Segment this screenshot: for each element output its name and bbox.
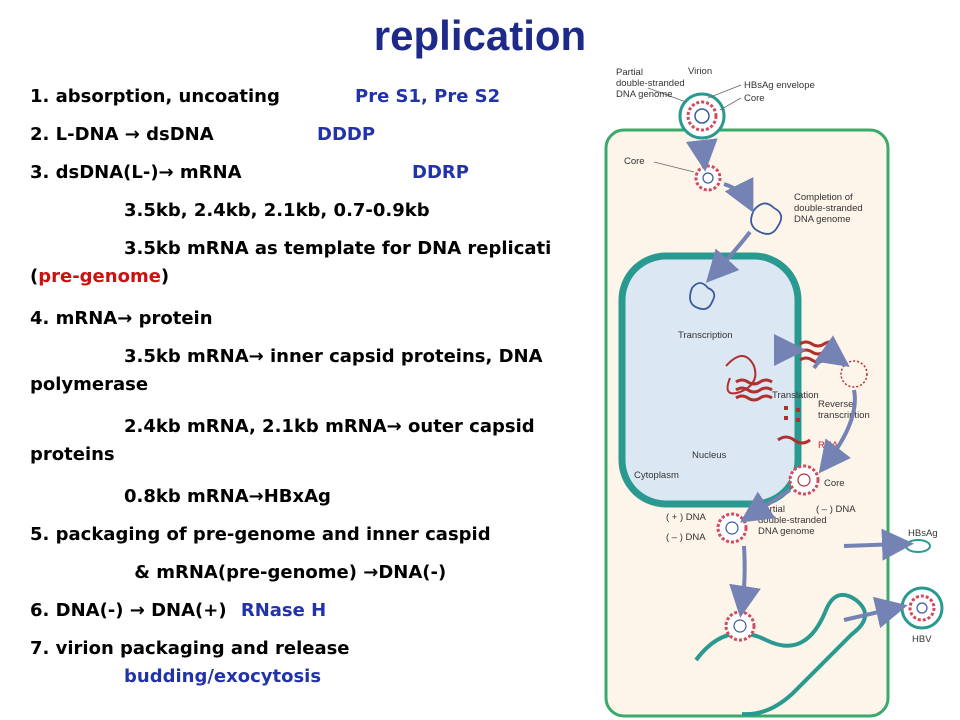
step-3: 3. dsDNA(L-)→ mRNA DDRP bbox=[30, 162, 469, 183]
step-4-inner-capsid: 3.5kb mRNA→ inner capsid proteins, DNA bbox=[124, 346, 543, 367]
label-reverse-1: Reverse bbox=[818, 399, 853, 410]
label-partial-2: double-stranded bbox=[616, 78, 685, 89]
dsdna-genome-icon bbox=[750, 202, 783, 235]
label-cytoplasm: Cytoplasm bbox=[634, 470, 679, 481]
budding-virion-icon bbox=[724, 610, 756, 642]
label-nucleus: Nucleus bbox=[692, 450, 727, 461]
step-4-polymerase: polymerase bbox=[30, 374, 149, 395]
label-hbsag: HBsAg bbox=[908, 528, 938, 539]
hbsag-particle-icon bbox=[905, 539, 931, 553]
virion-icon bbox=[678, 92, 726, 140]
label-completion-1: Completion of bbox=[794, 192, 853, 203]
nuclear-genome-icon bbox=[689, 282, 716, 311]
step-6-enzyme: RNase H bbox=[240, 600, 327, 621]
label-hbsag-envelope: HBsAg envelope bbox=[744, 80, 815, 91]
core-dna-icon bbox=[716, 512, 748, 544]
step-3-enzyme: DDRP bbox=[412, 162, 469, 183]
label-virion: Virion bbox=[688, 66, 712, 77]
label-partial-3: DNA genome bbox=[616, 89, 673, 100]
hbv-virion-icon bbox=[900, 586, 944, 630]
label-core-top: Core bbox=[744, 93, 765, 104]
label-core-left: Core bbox=[624, 156, 645, 167]
rna-loop-icon bbox=[840, 360, 868, 388]
label-partial-bottom-3: DNA genome bbox=[758, 526, 815, 537]
label-translation: Translation bbox=[772, 390, 819, 401]
label-completion-2: double-stranded bbox=[794, 203, 863, 214]
step-3-pregenome: (pre-genome) bbox=[30, 266, 170, 287]
label-completion-3: DNA genome bbox=[794, 214, 851, 225]
core-particle-icon bbox=[694, 164, 722, 192]
step-1: 1. absorption, uncoating Pre S1, Pre S2 bbox=[30, 86, 501, 107]
label-partial-bottom-2: double-stranded bbox=[758, 515, 827, 526]
step-6: 6. DNA(-) → DNA(+) RNase H bbox=[30, 600, 327, 621]
step-3-template: 3.5kb mRNA as template for DNA replicati bbox=[124, 238, 552, 259]
step-2-enzyme: DDDP bbox=[317, 124, 376, 145]
step-4-proteins: proteins bbox=[30, 444, 115, 465]
er-membrane bbox=[694, 592, 867, 717]
label-minus-dna-right: ( – ) DNA bbox=[816, 504, 856, 515]
pre-genome-label: pre-genome bbox=[38, 266, 161, 287]
page-title: replication bbox=[373, 12, 587, 59]
label-minus-dna-left: ( – ) DNA bbox=[666, 532, 706, 543]
step-1-enzyme: Pre S1, Pre S2 bbox=[355, 86, 501, 107]
label-reverse-2: transcription bbox=[818, 410, 870, 421]
protein-dots-icon bbox=[784, 406, 800, 422]
step-5-minus-dna: & mRNA(pre-genome) →DNA(-) bbox=[128, 562, 447, 583]
label-transcription: Transcription bbox=[678, 330, 733, 341]
step-list: 1. absorption, uncoating Pre S1, Pre S2 … bbox=[30, 78, 590, 718]
step-7: 7. virion packaging and release bbox=[30, 638, 350, 659]
pregenome-rna-icon bbox=[725, 355, 757, 395]
flow-arrows bbox=[685, 138, 914, 629]
core-rna-icon bbox=[788, 464, 820, 496]
hbv-replication-diagram: Partial double-stranded DNA genome Virio… bbox=[604, 66, 944, 718]
label-partial-1: Partial bbox=[616, 67, 643, 78]
step-3-sizes: 3.5kb, 2.4kb, 2.1kb, 0.7-0.9kb bbox=[124, 200, 430, 221]
label-core-right: Core bbox=[824, 478, 845, 489]
step-7-budding: budding/exocytosis bbox=[124, 666, 322, 687]
label-plus-dna: ( + ) DNA bbox=[666, 512, 707, 523]
nucleus bbox=[618, 252, 802, 508]
step-4-hbxag: 0.8kb mRNA→HBxAg bbox=[124, 486, 331, 507]
step-2: 2. L-DNA → dsDNA DDDP bbox=[30, 124, 376, 145]
step-5: 5. packaging of pre-genome and inner cas… bbox=[30, 524, 491, 545]
step-4-outer-capsid: 2.4kb mRNA, 2.1kb mRNA→ outer capsid bbox=[124, 416, 535, 437]
label-hbv: HBV bbox=[912, 634, 932, 645]
step-4: 4. mRNA→ protein bbox=[30, 308, 213, 329]
